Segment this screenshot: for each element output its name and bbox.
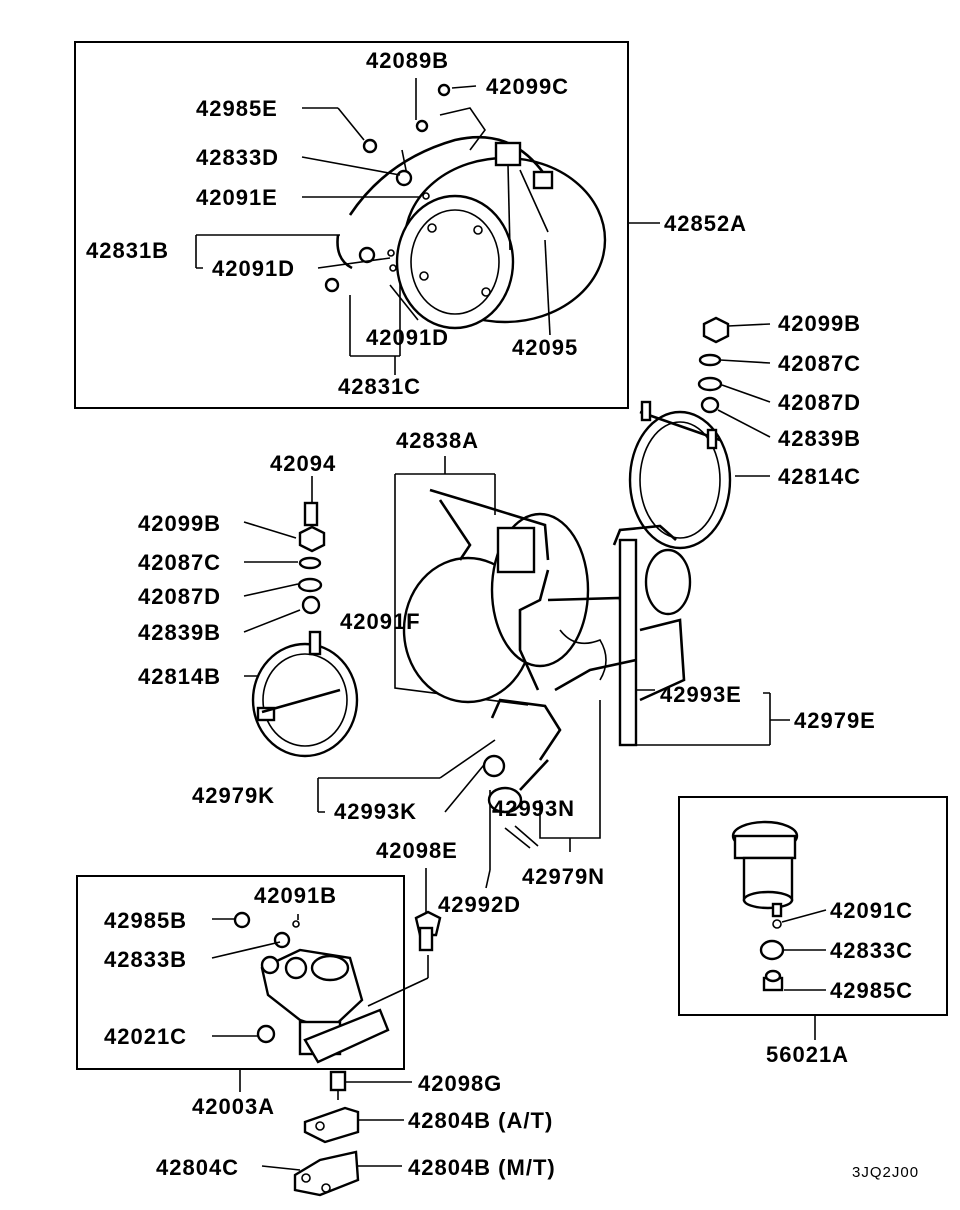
label-42839B-right: 42839B [778, 426, 862, 451]
pump-drawing [233, 910, 442, 1064]
label-42091D-b: 42091D [366, 325, 450, 350]
label-42091E: 42091E [196, 185, 278, 210]
compressor-group-box [74, 41, 629, 409]
label-42985C: 42985C [830, 978, 914, 1003]
label-42985E: 42985E [196, 96, 278, 121]
label-42003A: 42003A [192, 1094, 276, 1119]
label-42087D-left: 42087D [138, 584, 222, 609]
receiver-drier-drawing [394, 456, 692, 747]
leader-lines-top [195, 78, 660, 375]
label-42095: 42095 [512, 335, 579, 360]
label-42833B: 42833B [104, 947, 188, 972]
label-42094: 42094 [270, 451, 337, 476]
label-42979E: 42979E [794, 708, 876, 733]
label-42979N: 42979N [522, 864, 606, 889]
label-42099B-left: 42099B [138, 511, 222, 536]
filter-group-box [678, 796, 948, 1016]
label-42087C-left: 42087C [138, 550, 222, 575]
label-42087C-right: 42087C [778, 351, 862, 376]
label-42804B-mt: 42804B (M/T) [408, 1155, 556, 1180]
label-42804B-at: 42804B (A/T) [408, 1108, 554, 1133]
label-42838A: 42838A [396, 428, 480, 453]
label-42833D: 42833D [196, 145, 280, 170]
right-mount-hardware [628, 316, 771, 550]
label-42021C: 42021C [104, 1024, 188, 1049]
label-42091F: 42091F [340, 609, 421, 634]
label-42814C: 42814C [778, 464, 862, 489]
filter-drawing [731, 820, 799, 992]
left-mount-hardware [251, 501, 359, 758]
label-42089B: 42089B [366, 48, 450, 73]
label-42804C: 42804C [156, 1155, 240, 1180]
label-42993K: 42993K [334, 799, 418, 824]
leader-lines-filter [781, 909, 827, 1040]
label-56021A: 56021A [766, 1042, 850, 1067]
label-42852A: 42852A [664, 211, 748, 236]
label-42099B-right: 42099B [778, 311, 862, 336]
label-42091D-a: 42091D [212, 256, 296, 281]
label-42099C: 42099C [486, 74, 570, 99]
label-42814B: 42814B [138, 664, 222, 689]
label-42833C: 42833C [830, 938, 914, 963]
pipe-fittings [482, 698, 562, 814]
bracket-drawing [261, 1070, 412, 1197]
label-42087D-right: 42087D [778, 390, 862, 415]
label-42839B-left: 42839B [138, 620, 222, 645]
label-42985B: 42985B [104, 908, 188, 933]
label-42831B: 42831B [86, 238, 170, 263]
label-42993E: 42993E [660, 682, 742, 707]
label-42098G: 42098G [418, 1071, 503, 1096]
label-42098E: 42098E [376, 838, 458, 863]
label-42091C: 42091C [830, 898, 914, 923]
label-42992D: 42992D [438, 892, 522, 917]
label-42979K: 42979K [192, 783, 276, 808]
drawing-code: 3JQ2J00 [852, 1164, 920, 1181]
label-42091B: 42091B [254, 883, 338, 908]
compressor-drawing [324, 83, 607, 330]
leader-lines-pump [211, 868, 429, 1092]
label-42993N: 42993N [492, 796, 576, 821]
label-42831C: 42831C [338, 374, 422, 399]
